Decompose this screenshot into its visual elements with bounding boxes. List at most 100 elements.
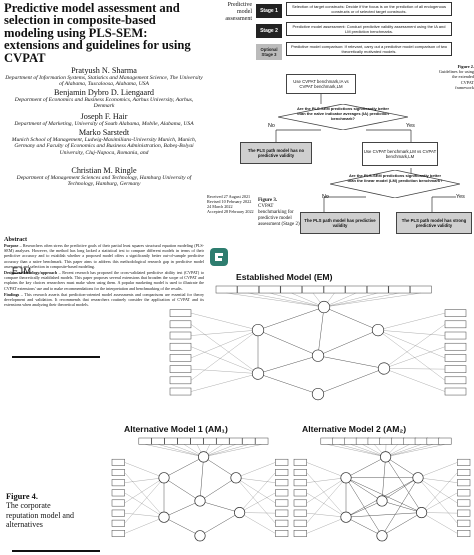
figure2-caption-line: the extended CVPAT [452, 74, 474, 85]
yes-label: Yes [456, 194, 465, 200]
loading-line [235, 477, 276, 524]
indicator-box [275, 489, 289, 497]
indicator-box [444, 387, 467, 396]
flowchart-connectors [275, 93, 456, 212]
indicator-box [275, 458, 289, 466]
abstract-text: – Researchers often stress the predictiv… [4, 243, 204, 269]
loading-line [421, 512, 458, 534]
figure4-caption-line: alternatives [6, 520, 43, 529]
abstract-label: Findings [4, 291, 20, 297]
indicator-box [138, 437, 152, 445]
indicator-box [164, 437, 178, 445]
diamond-shape [278, 104, 408, 130]
indicator-box [237, 285, 259, 294]
latent-construct [380, 451, 392, 463]
indicator-box [444, 376, 467, 385]
path-arrow [345, 477, 422, 513]
indicator-box [169, 387, 192, 396]
latent-construct [311, 349, 325, 362]
indicator-box [457, 530, 471, 537]
formula-box-2: Use CVPAT benchmark,LM vs CVPAT benchmar… [362, 142, 438, 166]
loading-line [377, 329, 446, 336]
path-arrow [257, 306, 325, 331]
indicator-box [215, 285, 238, 294]
stage-label: Optional Stage 3 [256, 44, 282, 60]
indicator-box [169, 309, 192, 317]
indicator-box [169, 354, 192, 362]
decision-text: Are the PLS-SEM predictions significantl… [347, 173, 443, 183]
loading-line [239, 512, 276, 514]
received-line: 24 March 2022 [207, 204, 233, 209]
loading-line [385, 444, 434, 458]
path-arrow [385, 456, 422, 513]
latent-construct [317, 300, 331, 314]
author-block-4: Marko Sarstedt Munich School of Manageme… [4, 128, 204, 156]
loading-line [239, 472, 276, 513]
path-arrow [345, 477, 383, 502]
path-arrow [345, 456, 386, 478]
indicator-box [293, 489, 307, 497]
indicator-box [111, 479, 125, 487]
result-no-validity: The PLS path model has no predictive val… [240, 142, 312, 164]
no-label: No [322, 194, 329, 200]
author-name: Marko Sarstedt [78, 128, 130, 137]
loading-line [190, 329, 259, 359]
indicator-box [275, 519, 289, 527]
received-line: Received 27 August 2021 [207, 194, 251, 199]
indicator-box [410, 285, 432, 294]
stage-label: Stage 2 [256, 24, 282, 38]
result-predictive-validity: The PLS path model has predictive validi… [300, 212, 380, 234]
stage-label: Stage 1 [256, 4, 282, 18]
indicator-box [403, 437, 417, 445]
loading-line [124, 492, 165, 518]
latent-construct [230, 472, 242, 484]
path-arrow [199, 512, 240, 536]
loading-line [124, 477, 165, 504]
indicator-box [275, 479, 289, 487]
author-block-2: Benjamin Dybro D. Liengaard Department o… [4, 88, 204, 110]
path-arrow [345, 500, 383, 518]
path-arrow [199, 456, 204, 501]
loading-line [269, 292, 325, 308]
journal-logo-icon [210, 248, 228, 266]
loading-line [145, 444, 204, 458]
author-block-3: Joseph F. Hair Department of Marketing, … [4, 112, 204, 127]
author-name: Benjamin Dybro D. Liengaard [53, 88, 155, 97]
indicator-box [169, 342, 192, 351]
latent-construct [158, 472, 170, 484]
path-arrow [381, 512, 422, 536]
indicator-box [366, 285, 389, 294]
indicator-box [258, 285, 281, 294]
no-label: No [268, 123, 275, 129]
loading-line [203, 444, 249, 458]
author-affiliation: Department of Management Sciences and Te… [16, 175, 192, 188]
path-arrow [257, 355, 319, 374]
indicator-box [151, 437, 165, 445]
loading-line [385, 444, 422, 458]
latent-construct [251, 367, 265, 380]
author-affiliation: Department of Marketing, University of S… [14, 121, 194, 127]
abstract-paragraph: Findings – This research asserts that pr… [4, 292, 204, 308]
latent-construct [376, 495, 388, 507]
indicator-box [169, 376, 192, 385]
loading-line [190, 324, 259, 374]
path-arrow [381, 456, 386, 501]
decision-diamond-1: Are the PLS-SEM predictions significantl… [278, 104, 408, 130]
loading-line [421, 472, 458, 513]
stage-text: Selection of target constructs: Decide i… [286, 2, 452, 16]
latent-construct [416, 506, 428, 519]
result-strong-validity: The PLS path model has strong predictive… [396, 212, 472, 234]
alt1-model-diagram [111, 437, 289, 542]
indicator-box [111, 519, 125, 527]
abstract-heading: Abstract [4, 236, 28, 243]
figure4-caption-label: Figure 4. [6, 492, 38, 501]
abstract-label: Design/methodology/approach [4, 270, 58, 276]
indicator-box [457, 458, 471, 466]
figure2-caption-label: Figure 2. [457, 64, 474, 69]
indicator-box [457, 469, 471, 476]
path-arrow [381, 500, 422, 513]
indicator-box [255, 437, 269, 445]
indicator-box [302, 285, 324, 294]
running-head-line: Predictive [227, 2, 252, 8]
loading-line [190, 368, 259, 374]
